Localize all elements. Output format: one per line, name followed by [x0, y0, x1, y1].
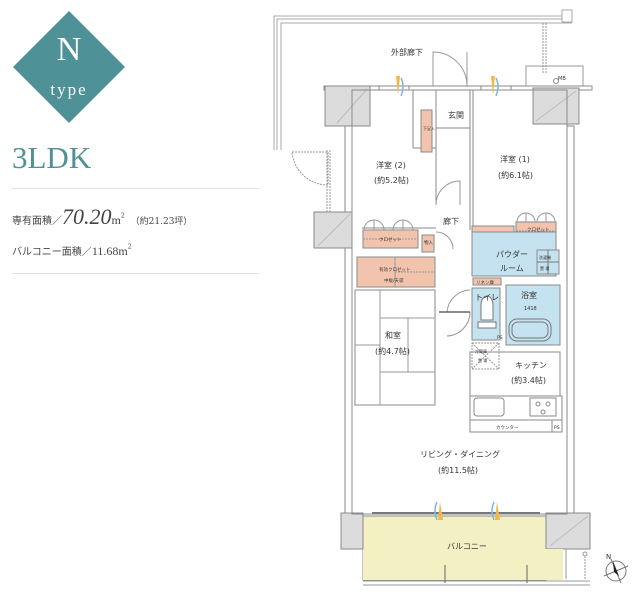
layout-type: 3LDK — [12, 140, 92, 175]
balcony-label: バルコニー — [447, 542, 487, 551]
western-room-1-name: 洋室 (1) — [500, 154, 530, 164]
balcony-area-row: バルコニー面積／11.68m2 — [12, 240, 132, 259]
powder-room-label-2: ルーム — [500, 264, 524, 273]
exclusive-area-tsubo: （約21.23坪） — [130, 217, 193, 227]
kitchen-counter — [469, 395, 563, 433]
top-vents — [378, 76, 512, 97]
shoe-box — [420, 109, 433, 153]
washer-label-1: 洗濯機 — [539, 254, 551, 260]
linen-storage — [472, 277, 502, 286]
fridge-label-1: 冷蔵庫 — [475, 348, 487, 354]
kitchen-size: (約3.4帖) — [511, 375, 546, 385]
fridge-label-2: 置 場 — [478, 357, 487, 363]
toilet-door — [439, 289, 471, 337]
powder-room-label-1: パウダー — [496, 249, 528, 259]
exclusive-area-sup: 2 — [120, 212, 125, 220]
outer-corridor-frame — [273, 9, 573, 150]
oshiire-label: 中板/天袋 — [384, 277, 404, 284]
shoe-box-label: 下足入 — [423, 126, 435, 131]
compass-north: N — [606, 553, 611, 561]
hallway-label: 廊下 — [443, 216, 459, 226]
outer-corridor-label: 外部廊下 — [391, 47, 423, 57]
exterior-dashed-door — [291, 150, 331, 212]
bathroom-name: 浴室 — [521, 290, 537, 300]
toilet-room — [471, 287, 501, 341]
entrance-label: 玄関 — [448, 110, 464, 120]
entrance-door — [432, 51, 468, 87]
badge-type-label: type — [50, 80, 88, 99]
washer-label-2: 置 場 — [540, 265, 549, 271]
toilet-label: トイレ — [475, 293, 499, 302]
western-room-2-size: (約5.2帖) — [374, 175, 409, 185]
badge-letter: N — [56, 31, 82, 68]
storage-label: 物入 — [424, 239, 433, 246]
western-room-1-size: (約6.1帖) — [498, 170, 533, 180]
powder-top-strip — [471, 225, 515, 233]
mb-box: MB — [525, 23, 584, 87]
exclusive-area-value: 70.20 — [62, 204, 112, 229]
type-badge: N type — [13, 11, 125, 123]
balcony-area-unit: m — [118, 244, 128, 258]
walk-in-closet-label: 有効クロゼット — [379, 266, 411, 273]
balcony-area-label: バルコニー面積／ — [12, 247, 92, 258]
pillars — [313, 85, 591, 550]
bathroom-size: 1418 — [524, 306, 537, 312]
room-labels: 外部廊下 玄関 洋室 (2) (約5.2帖) 洋室 (1) (約6.1帖) 廊下… — [374, 47, 560, 551]
exclusive-area-unit: m — [111, 213, 121, 227]
closet-left-label: クロゼット — [379, 236, 402, 243]
divider-bottom — [12, 273, 259, 274]
diamond-shape — [13, 11, 125, 123]
closet-right-label: クロゼット — [527, 226, 550, 233]
storage-mono-ire — [421, 234, 435, 253]
storage-areas — [356, 221, 557, 288]
kitchen-name: キッチン — [515, 361, 547, 370]
japanese-room-name: 和室 — [385, 330, 401, 340]
compass-icon: N — [603, 553, 629, 584]
balcony-area-sup: 2 — [127, 243, 132, 251]
counter-label: カウンター — [496, 424, 519, 431]
divider-top — [12, 188, 259, 189]
balcony-area — [362, 515, 590, 586]
living-dining-name: リビング・ダイニング — [420, 449, 500, 459]
ps-toilet-label: PS — [497, 335, 503, 341]
balcony-vents — [372, 501, 540, 521]
western-room-2-name: 洋室 (2) — [376, 160, 406, 170]
japanese-room-size: (約4.7帖) — [375, 346, 410, 356]
linen-label: リネン庫 — [476, 279, 494, 286]
exclusive-area-row: 専有面積／70.20m2 （約21.23坪） — [12, 204, 192, 230]
exclusive-area-label: 専有面積／ — [12, 216, 62, 227]
closet-doors — [363, 180, 556, 250]
tatami-lines — [355, 290, 435, 405]
ps-kitchen-label: PS — [554, 425, 560, 431]
wet-areas — [471, 231, 561, 346]
mb-label: MB — [558, 76, 566, 82]
balcony-area-value: 11.68 — [91, 244, 119, 258]
living-dining-size: (約11.5帖) — [438, 465, 478, 475]
fridge-space — [471, 342, 500, 370]
